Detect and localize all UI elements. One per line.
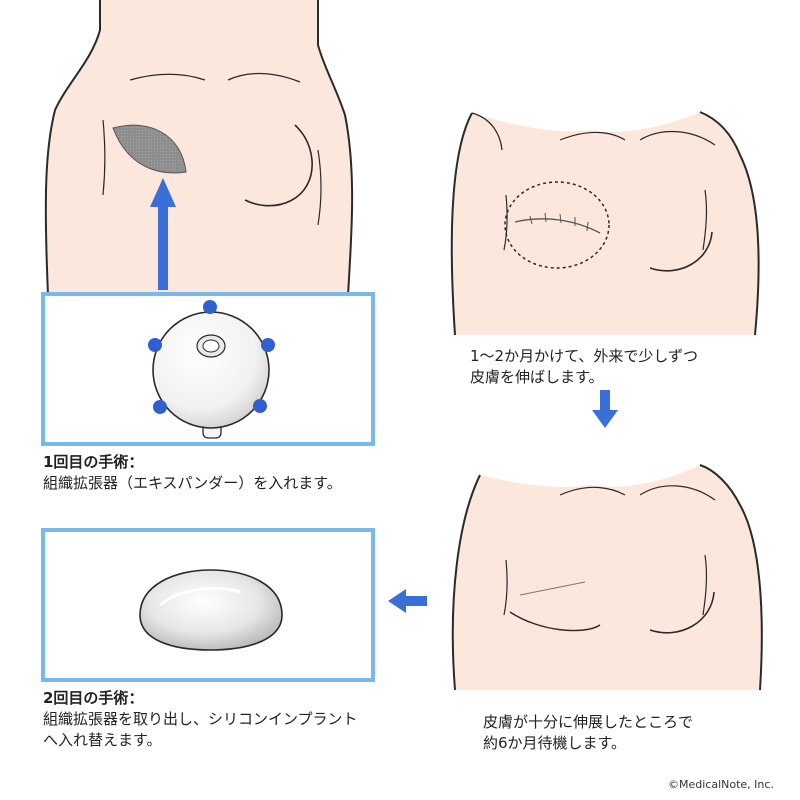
wait-caption: 皮膚が十分に伸展したところで 約6か月待機します。 bbox=[483, 712, 693, 754]
wait-line2: 約6か月待機します。 bbox=[483, 734, 627, 752]
step1-title: 1回目の手術： bbox=[43, 453, 144, 471]
step1-text: 組織拡張器（エキスパンダー）を入れます。 bbox=[43, 474, 342, 492]
step2-line1: 組織拡張器を取り出し、シリコンインプラント bbox=[43, 710, 358, 728]
tissue-expander-illustration bbox=[148, 300, 275, 439]
expand-line2: 皮膚を伸ばします。 bbox=[470, 368, 604, 386]
step2-caption: 2回目の手術： 組織拡張器を取り出し、シリコンインプラント へ入れ替えます。 bbox=[43, 688, 358, 751]
torso-expansion bbox=[450, 111, 760, 336]
copyright-credit: ©MedicalNote, Inc. bbox=[668, 778, 774, 791]
wait-line1: 皮膚が十分に伸展したところで bbox=[483, 713, 694, 731]
step2-line2: へ入れ替えます。 bbox=[43, 731, 162, 749]
step2-title: 2回目の手術： bbox=[43, 689, 144, 707]
torso-waiting bbox=[451, 464, 763, 691]
expand-caption: 1〜2か月かけて、外来で少しずつ 皮膚を伸ばします。 bbox=[470, 346, 698, 388]
torso-mastectomy bbox=[44, 0, 354, 296]
arrow-up-icon bbox=[150, 178, 176, 290]
arrow-left-icon bbox=[388, 589, 427, 613]
expand-line1: 1〜2か月かけて、外来で少しずつ bbox=[470, 347, 699, 365]
step1-caption: 1回目の手術： 組織拡張器（エキスパンダー）を入れます。 bbox=[43, 452, 342, 494]
arrow-down-icon bbox=[592, 390, 618, 428]
silicone-implant-illustration bbox=[139, 569, 283, 651]
